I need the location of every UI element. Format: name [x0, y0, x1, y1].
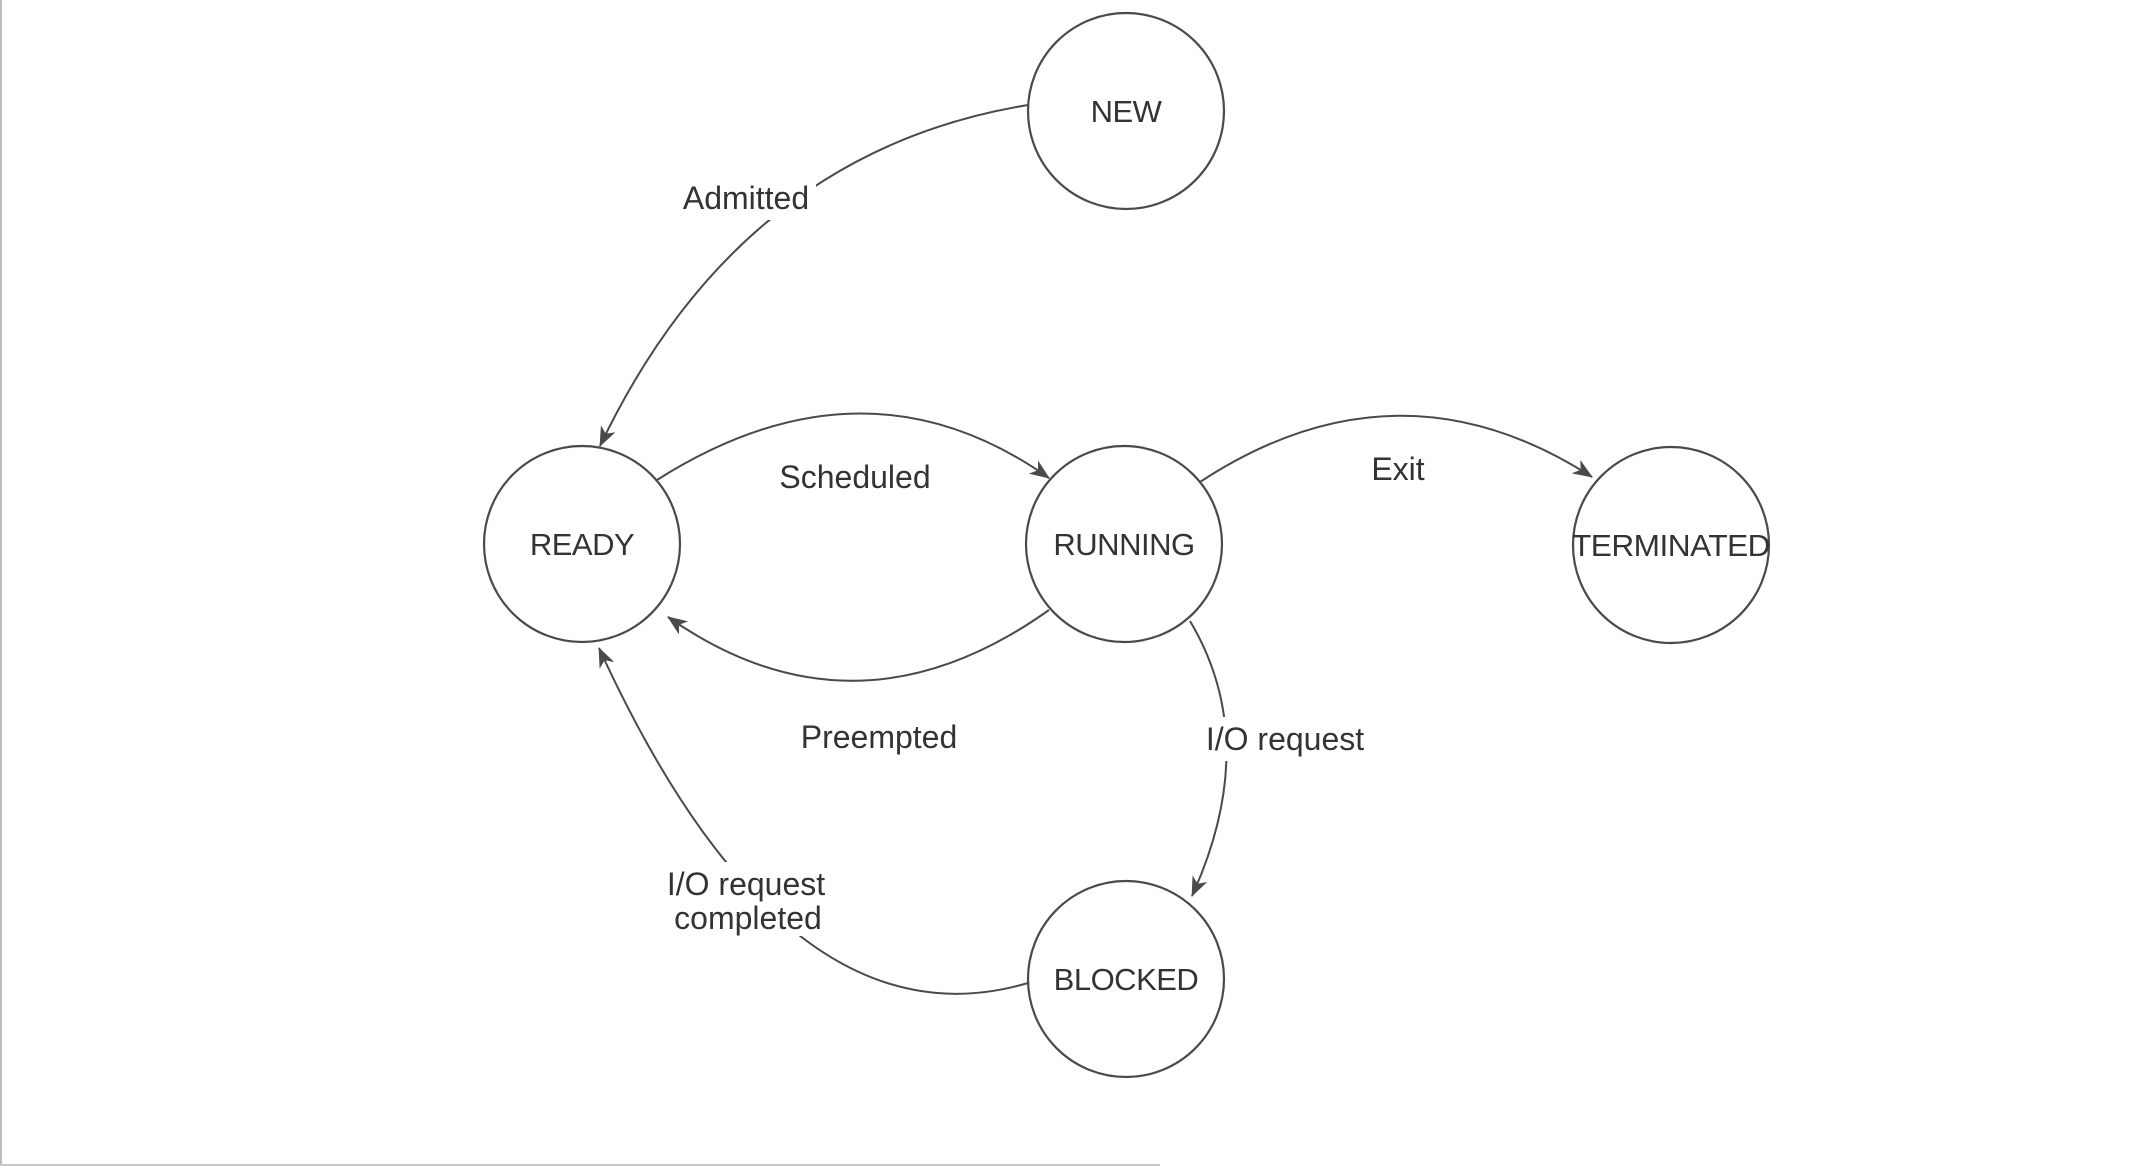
state-ready-label: READY [530, 527, 634, 562]
transition-admitted-path [599, 104, 1029, 447]
state-terminated-circle [1571, 445, 1771, 645]
state-terminated-label: TERMINATED [1572, 528, 1770, 563]
transition-preempted-label: Preempted [801, 719, 958, 755]
transition-admitted-label: Admitted [683, 180, 809, 216]
transition-scheduled-path [656, 412, 1050, 481]
state-new-circle [1026, 11, 1226, 211]
io-request-label-mask [1201, 717, 1369, 761]
transition-io-request-completed-label-line2: completed [674, 900, 822, 936]
admitted-label-mask [676, 176, 816, 220]
transition-preempted-path [667, 609, 1050, 682]
transition-io-request-completed-label-line1: I/O request [667, 866, 825, 902]
state-blocked-label: BLOCKED [1054, 962, 1199, 997]
transition-io-request-label: I/O request [1206, 721, 1364, 757]
transition-exit-label: Exit [1371, 451, 1424, 487]
transition-scheduled-label: Scheduled [779, 459, 930, 495]
state-ready-circle [482, 444, 682, 644]
transition-io-request-completed-path [598, 647, 1029, 995]
state-blocked-circle [1026, 879, 1226, 1079]
transition-exit-path [1199, 414, 1593, 483]
state-running-label: RUNNING [1053, 527, 1194, 562]
state-running-circle [1024, 444, 1224, 644]
io-request-completed-label-mask [659, 862, 833, 936]
state-new-label: NEW [1091, 94, 1163, 129]
